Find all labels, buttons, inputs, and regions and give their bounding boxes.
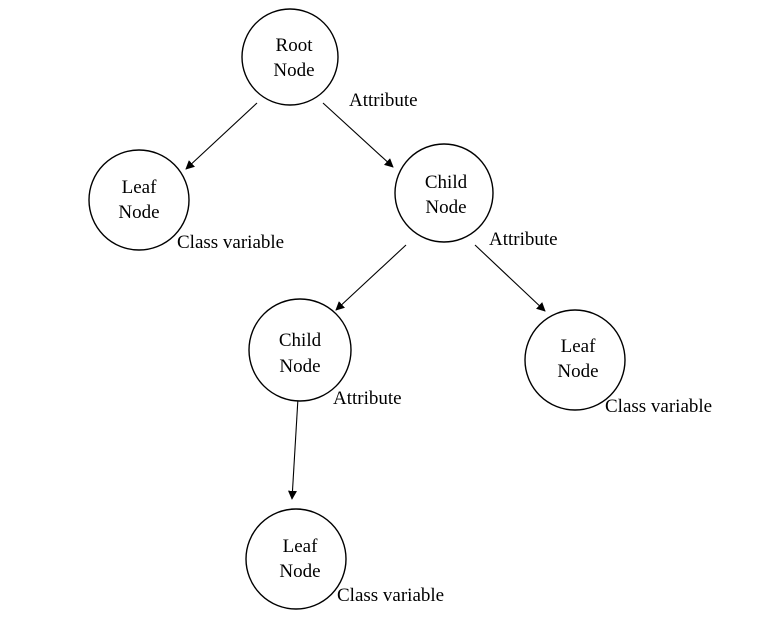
node-child-right-circle bbox=[394, 143, 494, 243]
node-leaf-bottom: Leaf Node bbox=[245, 508, 347, 610]
edge-child-mid-to-leaf-bottom bbox=[287, 397, 299, 500]
node-leaf-left-circle bbox=[88, 149, 190, 251]
node-leaf-bottom-circle bbox=[245, 508, 347, 610]
edge-root-to-leaf-left bbox=[185, 102, 258, 170]
edge-child-right-to-child-mid bbox=[335, 244, 407, 311]
child-right-attribute-label: Attribute bbox=[489, 229, 558, 250]
edge-child-right-to-leaf-right bbox=[474, 244, 546, 312]
node-leaf-bottom-label-line2: Node bbox=[279, 561, 320, 582]
edge-root-to-child-right bbox=[322, 102, 394, 168]
node-child-mid: Child Node bbox=[248, 298, 352, 402]
node-child-right-label-line1: Child bbox=[425, 172, 468, 193]
leaf-bottom-class-variable-label: Class variable bbox=[337, 585, 444, 606]
node-child-right: Child Node bbox=[394, 143, 494, 243]
node-root-label-line2: Node bbox=[273, 60, 314, 81]
node-leaf-right-label-line1: Leaf bbox=[561, 336, 596, 357]
node-root: Root Node bbox=[241, 8, 339, 106]
node-leaf-left-label-line1: Leaf bbox=[122, 177, 157, 198]
node-leaf-left-label-line2: Node bbox=[118, 202, 159, 223]
child-mid-attribute-label: Attribute bbox=[333, 388, 402, 409]
node-root-label-line1: Root bbox=[276, 35, 314, 56]
node-child-right-label-line2: Node bbox=[425, 197, 466, 218]
node-child-mid-label-line2: Node bbox=[279, 356, 320, 377]
node-leaf-right: Leaf Node bbox=[524, 309, 626, 411]
root-attribute-label: Attribute bbox=[349, 90, 418, 111]
node-child-mid-label-line1: Child bbox=[279, 330, 322, 351]
leaf-right-class-variable-label: Class variable bbox=[605, 396, 712, 417]
node-leaf-right-label-line2: Node bbox=[557, 361, 598, 382]
node-leaf-left: Leaf Node bbox=[88, 149, 190, 251]
node-leaf-right-circle bbox=[524, 309, 626, 411]
leaf-left-class-variable-label: Class variable bbox=[177, 232, 284, 253]
node-child-mid-circle bbox=[248, 298, 352, 402]
node-leaf-bottom-label-line1: Leaf bbox=[283, 536, 318, 557]
node-root-circle bbox=[241, 8, 339, 106]
